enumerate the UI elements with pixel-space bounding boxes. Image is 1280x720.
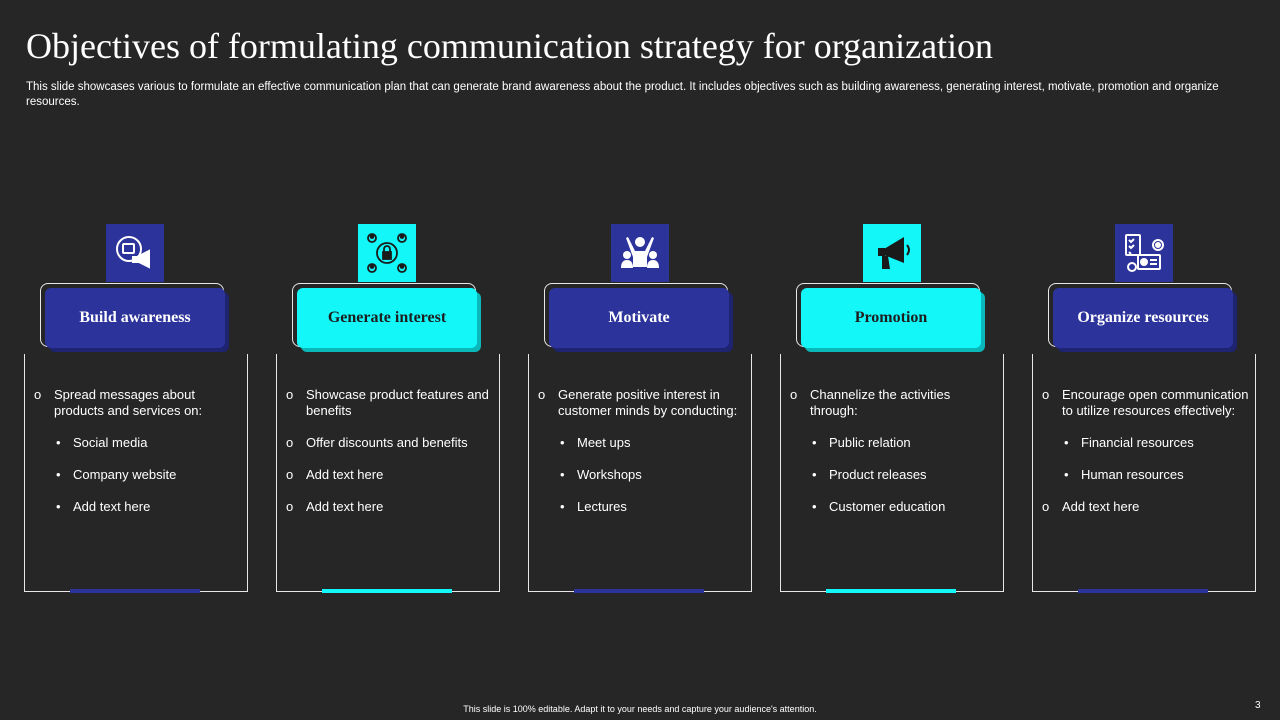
bullet-text: Company website <box>73 467 177 482</box>
card-panel <box>1032 354 1256 593</box>
bullet-text: Product releases <box>829 467 927 482</box>
card-items: o Channelize the activities through: • Publ… <box>790 387 998 531</box>
dot-bullet-icon: • <box>812 499 817 514</box>
dot-bullet-icon: • <box>812 467 817 482</box>
dot-bullet-icon: • <box>560 435 565 450</box>
card-heading: Generate interest <box>297 288 477 348</box>
circle-bullet-icon: o <box>286 467 294 482</box>
team-cheer-icon <box>611 224 669 282</box>
bullet-text: Add text here <box>1062 499 1140 514</box>
card-heading: Promotion <box>801 288 981 348</box>
bullet-text: Encourage open communication to utilize … <box>1062 387 1249 418</box>
dot-bullet-icon: • <box>56 467 61 482</box>
bullet-text: Channelize the activities through: <box>810 387 951 418</box>
bullet-text: Financial resources <box>1081 435 1194 450</box>
bullet-item: o Channelize the activities through: <box>790 387 998 419</box>
sub-bullet-item: • Lectures <box>538 499 746 515</box>
dot-bullet-icon: • <box>560 467 565 482</box>
accent-bar <box>70 589 200 593</box>
dot-bullet-icon: • <box>56 499 61 514</box>
card-items: o Encourage open communication to utilize… <box>1042 387 1250 531</box>
card-items: o Generate positive interest in customer … <box>538 387 746 531</box>
circle-bullet-icon: o <box>1042 387 1050 402</box>
accent-bar <box>826 589 956 593</box>
sub-bullet-item: • Social media <box>34 435 242 451</box>
sub-bullet-item: • Add text here <box>34 499 242 515</box>
bullet-text: Add text here <box>73 499 151 514</box>
card-panel <box>780 354 1004 593</box>
bullet-text: Add text here <box>306 467 384 482</box>
objective-card-motivate: Motivate o Generate positive interest in c… <box>528 224 754 594</box>
sub-bullet-item: • Company website <box>34 467 242 483</box>
circle-bullet-icon: o <box>790 387 798 402</box>
objective-card-generate-interest: Generate interest o Showcase product featu… <box>276 224 502 594</box>
accent-bar <box>574 589 704 593</box>
bullet-text: Public relation <box>829 435 911 450</box>
card-heading: Motivate <box>549 288 729 348</box>
bullet-text: Spread messages about products and servi… <box>54 387 203 418</box>
sub-bullet-item: • Human resources <box>1042 467 1250 483</box>
bullet-text: Showcase product features and benefits <box>306 387 489 418</box>
circle-bullet-icon: o <box>286 435 294 450</box>
accent-bar <box>1078 589 1208 593</box>
bullet-item: o Encourage open communication to utilize… <box>1042 387 1250 419</box>
card-heading: Organize resources <box>1053 288 1233 348</box>
checklist-gear-icon <box>1115 224 1173 282</box>
card-items: o Spread messages about products and serv… <box>34 387 242 531</box>
card-panel <box>528 354 752 593</box>
sub-bullet-item: • Workshops <box>538 467 746 483</box>
dot-bullet-icon: • <box>560 499 565 514</box>
loudspeaker-icon <box>863 224 921 282</box>
circle-bullet-icon: o <box>286 499 294 514</box>
bullet-item: o Add text here <box>1042 499 1250 515</box>
sub-bullet-item: • Product releases <box>790 467 998 483</box>
dot-bullet-icon: • <box>812 435 817 450</box>
sub-bullet-item: • Financial resources <box>1042 435 1250 451</box>
page-title: Objectives of formulating communication … <box>26 26 994 66</box>
bullet-text: Customer education <box>829 499 946 514</box>
sub-bullet-item: • Public relation <box>790 435 998 451</box>
card-panel <box>276 354 500 593</box>
objective-card-organize-resources: Organize resources o Encourage open commun… <box>1032 224 1258 594</box>
circle-bullet-icon: o <box>34 387 42 402</box>
card-panel <box>24 354 248 593</box>
bullet-item: o Offer discounts and benefits <box>286 435 494 451</box>
circle-bullet-icon: o <box>538 387 546 402</box>
bullet-text: Offer discounts and benefits <box>306 435 468 450</box>
dot-bullet-icon: • <box>56 435 61 450</box>
bullet-item: o Add text here <box>286 467 494 483</box>
bullet-text: Add text here <box>306 499 384 514</box>
dot-bullet-icon: • <box>1064 467 1069 482</box>
bullet-text: Social media <box>73 435 148 450</box>
circle-bullet-icon: o <box>286 387 294 402</box>
megaphone-icon <box>106 224 164 282</box>
circle-bullet-icon: o <box>1042 499 1050 514</box>
bullet-item: o Add text here <box>286 499 494 515</box>
sub-bullet-item: • Meet ups <box>538 435 746 451</box>
objective-card-build-awareness: Build awareness o Spread messages about pr… <box>24 224 250 594</box>
network-lock-icon <box>358 224 416 282</box>
card-heading: Build awareness <box>45 288 225 348</box>
bullet-text: Human resources <box>1081 467 1184 482</box>
page-subtitle: This slide showcases various to formulat… <box>26 81 1219 108</box>
bullet-text: Meet ups <box>577 435 631 450</box>
page-number: 3 <box>1255 700 1261 711</box>
accent-bar <box>322 589 452 593</box>
bullet-item: o Spread messages about products and serv… <box>34 387 242 419</box>
objective-card-promotion: Promotion o Channelize the activities thro… <box>780 224 1006 594</box>
bullet-text: Generate positive interest in customer m… <box>558 387 738 418</box>
dot-bullet-icon: • <box>1064 435 1069 450</box>
sub-bullet-item: • Customer education <box>790 499 998 515</box>
bullet-text: Workshops <box>577 467 642 482</box>
bullet-item: o Showcase product features and benefits <box>286 387 494 419</box>
footer-note: This slide is 100% editable. Adapt it to… <box>463 704 817 714</box>
bullet-text: Lectures <box>577 499 627 514</box>
bullet-item: o Generate positive interest in customer … <box>538 387 746 419</box>
